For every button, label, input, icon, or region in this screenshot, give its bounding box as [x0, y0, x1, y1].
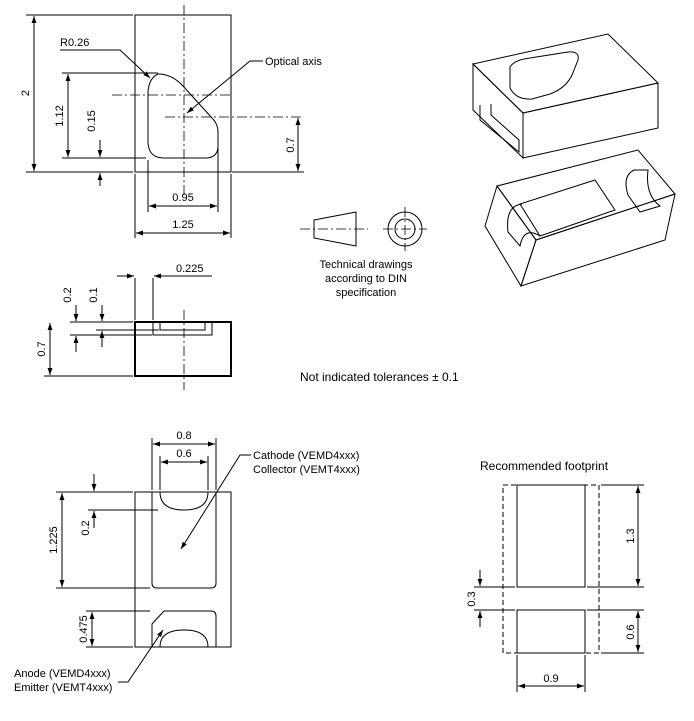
dim-window-height-label: 1.12: [54, 105, 66, 126]
radius-label: R0.26: [60, 37, 89, 49]
footprint-title: Recommended footprint: [480, 459, 609, 473]
dim-axis-height-label: 0.7: [285, 137, 297, 152]
cathode-half-hole: [159, 491, 209, 511]
dim-pad-length-label: 1.225: [48, 526, 60, 554]
side-view-step-inner: [159, 322, 206, 331]
dim-pad1-label: 1.3: [625, 528, 637, 543]
din-note-line-1: Technical drawings: [320, 259, 413, 271]
package-3d-top: [471, 33, 660, 160]
package-side-face: [522, 82, 659, 159]
dim-window-width-label: 0.95: [172, 192, 193, 204]
tolerance-note: Not indicated tolerances ± 0.1: [300, 370, 459, 384]
package-notch: [479, 104, 520, 154]
bottom-view-body: [134, 491, 232, 648]
din-note-line-2: according to DIN: [325, 273, 407, 285]
footprint: Recommended footprint 1.3 0.6 0.3 0.9: [466, 459, 644, 692]
optical-axis-label: Optical axis: [265, 56, 322, 68]
anode-half-hole: [159, 629, 209, 648]
package-3d-bottom: [484, 149, 676, 288]
dim-gap-label: 0.3: [466, 591, 478, 606]
dim-step-label: 0.225: [176, 263, 204, 275]
cathode-label-line-2: Collector (VEMT4xxx): [253, 464, 360, 476]
dim-width-label: 0.9: [543, 673, 558, 685]
cathode-label-line-1: Cathode (VEMD4xxx): [253, 450, 359, 462]
dim-window-offset-label: 0.15: [86, 110, 98, 131]
side-view: 0.225 0.2 0.1 0.7: [36, 263, 232, 390]
side-view-body: [134, 321, 232, 377]
cathode-leader: [180, 454, 251, 550]
anode-label-line-2: Emitter (VEMT4xxx): [14, 682, 112, 694]
radius-leader: [60, 49, 151, 79]
package-anode-pad-3d: [625, 169, 662, 213]
top-view: R0.26 Optical axis 2 1.12 0.15 0.7 0.95: [20, 5, 322, 238]
side-view-step-outer: [152, 322, 213, 336]
dim-thickness-label: 0.7: [36, 341, 48, 356]
truncated-cone-icon: [313, 211, 357, 247]
dim-top-gap-label: 0.2: [80, 520, 92, 535]
footprint-pad-1: [516, 484, 586, 588]
anode-leader: [118, 629, 164, 683]
dim-outer-width-label: 0.8: [176, 430, 191, 442]
top-view-body: [134, 14, 232, 173]
bottom-view: 0.8 0.6 Cathode (VEMD4xxx) Collector (VE…: [14, 430, 360, 694]
dim-pad2-label: 0.6: [625, 624, 637, 639]
dim-height-label: 2: [20, 90, 32, 96]
din-symbol: Technical drawings according to DIN spec…: [300, 207, 427, 299]
package-top-face: [471, 33, 660, 114]
package-window-3d: [509, 51, 579, 100]
dim-depth-inner-label: 0.1: [88, 287, 100, 302]
optical-axis-leader: [186, 60, 263, 114]
optical-window: [147, 73, 219, 159]
anode-pad: [151, 610, 217, 647]
cathode-pad: [151, 492, 217, 589]
package-half-hole-3d: [507, 203, 541, 248]
anode-label-line-1: Anode (VEMD4xxx): [14, 668, 111, 680]
dim-body-width-label: 1.25: [172, 219, 193, 231]
package-bottom-face: [496, 149, 676, 241]
package-cathode-pad-3d: [519, 179, 616, 237]
din-note-line-3: specification: [336, 287, 397, 299]
footprint-pad-2: [516, 609, 586, 654]
package-bottom-side: [520, 193, 676, 287]
dim-inner-width-label: 0.6: [176, 448, 191, 460]
dim-depth-outer-label: 0.2: [62, 287, 74, 302]
dim-lower-pad-label: 0.475: [78, 615, 90, 643]
